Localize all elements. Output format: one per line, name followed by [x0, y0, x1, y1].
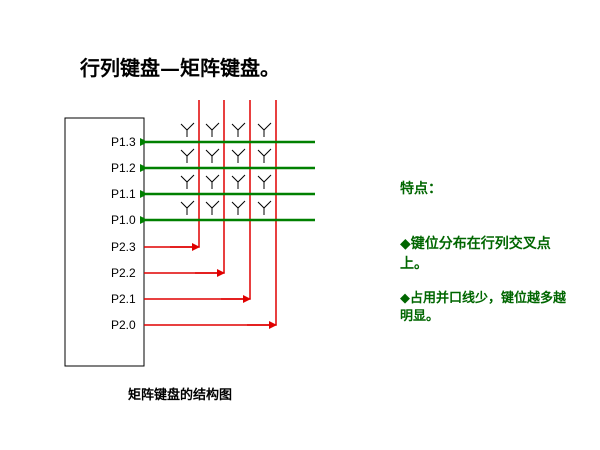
key-switch-r1-c1: [205, 148, 220, 163]
feature-item-1: ◆键位分布在行列交叉点上。: [400, 234, 570, 274]
key-switch-r2-c1: [205, 174, 220, 189]
pin-label-p1-2: P1.2: [111, 161, 136, 175]
key-switch-r3-c1: [205, 200, 220, 215]
key-switch-r3-c2: [231, 200, 246, 215]
pin-label-p2-1: P2.1: [111, 292, 136, 306]
diamond-bullet-icon: ◆: [400, 291, 410, 306]
features-title: 特点：: [400, 181, 442, 197]
key-switch-r2-c3: [257, 174, 272, 189]
feature-text-1: 键位分布在行列交叉点上。: [400, 236, 551, 272]
pin-label-p2-3: P2.3: [111, 240, 136, 254]
feature-text-2: 占用并口线少，键位越多越明显。: [400, 291, 567, 324]
key-switches: [180, 122, 272, 215]
mcu-chip: [64, 117, 145, 367]
key-switch-r3-c0: [180, 200, 195, 215]
diagram-caption: 矩阵键盘的结构图: [128, 388, 233, 403]
key-switch-r0-c0: [180, 122, 195, 137]
key-switch-r0-c2: [231, 122, 246, 137]
key-switch-r1-c3: [257, 148, 272, 163]
pin-label-p1-0: P1.0: [111, 213, 136, 227]
column-line-p2-1: [144, 100, 251, 300]
pin-label-p2-0: P2.0: [111, 318, 136, 332]
key-switch-r3-c3: [257, 200, 272, 215]
diamond-bullet-icon: ◆: [400, 236, 411, 252]
key-switch-r2-c2: [231, 174, 246, 189]
page-title: 行列键盘—矩阵键盘。: [80, 56, 280, 80]
key-switch-r1-c0: [180, 148, 195, 163]
column-line-p2-3: [144, 100, 200, 248]
row-lines: [140, 138, 315, 224]
pin-label-p2-2: P2.2: [111, 266, 136, 280]
key-switch-r0-c1: [205, 122, 220, 137]
column-arrows: [170, 243, 277, 329]
column-lines: [144, 100, 277, 326]
pin-label-p1-3: P1.3: [111, 135, 136, 149]
key-switch-r0-c3: [257, 122, 272, 137]
key-switch-r2-c0: [180, 174, 195, 189]
key-switch-r1-c2: [231, 148, 246, 163]
feature-item-2: ◆占用并口线少，键位越多越明显。: [400, 290, 570, 326]
column-line-p2-0: [144, 100, 277, 326]
pin-label-p1-1: P1.1: [111, 187, 136, 201]
